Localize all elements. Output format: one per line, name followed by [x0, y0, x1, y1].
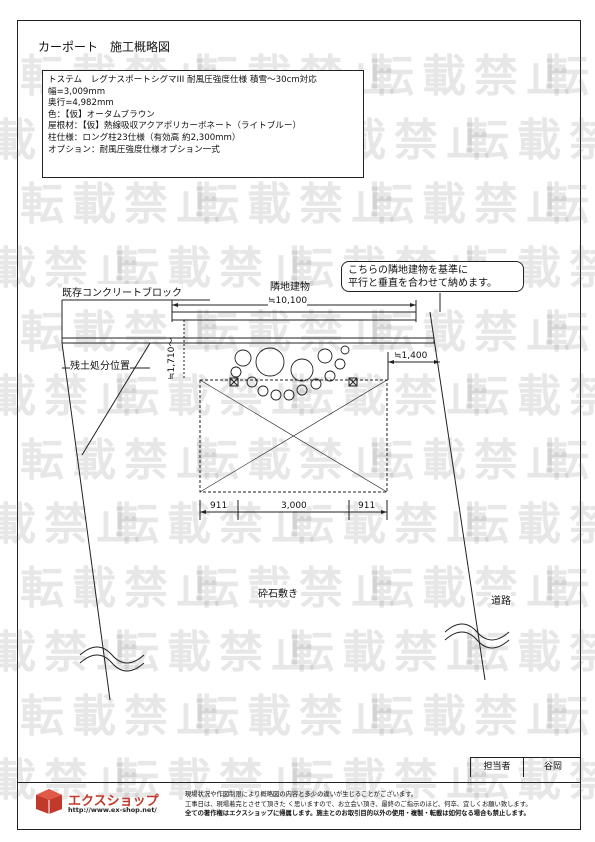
callout-line-2: 平行と垂直を合わせて納めます。 — [348, 278, 497, 289]
person-in-charge-name: 谷岡 — [543, 762, 562, 772]
watermark-text: 転載禁止 — [545, 51, 595, 102]
watermark-text: 転載禁止 — [545, 307, 595, 358]
footer — [17, 782, 581, 830]
exshop-logo-icon — [36, 789, 62, 814]
footer-note-1: 現場状況や作図制限により概略図の内容と多少の違いが生じることがございます。 — [185, 791, 418, 798]
dim-right-offset: ≒1,400 — [394, 351, 428, 361]
watermark-text: 転載禁止 — [0, 499, 148, 550]
watermark-text: 転載禁止 — [545, 691, 595, 742]
watermark-text: 転載禁止 — [290, 499, 498, 550]
spec-line-width: 幅=3,009mm — [48, 86, 106, 97]
watermark-text: 転載禁止 — [370, 179, 578, 230]
post-left — [229, 377, 239, 387]
spec-line-product: トステム レグナスポートシグマIII 耐風圧強度仕様 積雪～30cm対応 — [48, 75, 317, 85]
watermark-text: 転載禁止 — [290, 627, 498, 678]
break-mark-right — [444, 623, 510, 641]
break-mark-left — [79, 646, 145, 664]
brand-name: エクスショップ — [68, 794, 159, 809]
watermark-text: 転載禁止 — [465, 371, 595, 422]
post-right — [348, 377, 358, 387]
watermark-text: 転載禁止 — [465, 115, 595, 166]
person-in-charge-box: 担当者 谷岡 — [470, 757, 581, 777]
spec-box: トステム レグナスポートシグマIII 耐風圧強度仕様 積雪～30cm対応 幅=3… — [42, 70, 364, 178]
footer-note-2: 工事日は、現場着完とさせて頂きた く思いますので、お立会い頂き、最終のご指示のほ… — [185, 800, 532, 808]
watermark-text: 転載禁止 — [545, 563, 595, 614]
carport-footprint — [199, 379, 388, 493]
watermark-text: 転載禁止 — [20, 179, 228, 230]
watermark-text: 転載禁止 — [370, 563, 578, 614]
gravel-label: 砕石敷き — [258, 585, 298, 600]
dim-bottom-left: 911 — [210, 501, 228, 511]
soil-disposal-label: 残土処分位置 — [70, 357, 130, 372]
shrub-cluster — [230, 345, 350, 401]
road-boundary — [429, 311, 486, 681]
watermark-text: 転載禁止 — [290, 371, 498, 422]
brand-url: http://www.ex-shop.net/ — [68, 806, 157, 814]
watermark-text: 転載禁止 — [20, 307, 228, 358]
road-label: 道路 — [491, 592, 511, 607]
dim-left-depth: ≒1,710～ — [167, 337, 177, 380]
existing-block-label: 既存コンクリートブロック — [62, 284, 182, 299]
neighbor-building — [171, 311, 417, 321]
watermark-text: 転載禁止 — [20, 435, 228, 486]
spec-line-option: オプション：耐風圧強度仕様オプション一式 — [48, 144, 220, 155]
watermark-text: 転載禁止 — [465, 499, 595, 550]
soil-disposal-line — [81, 342, 151, 456]
watermark-text: 転載禁止 — [545, 179, 595, 230]
watermark-text: 転載禁止 — [545, 435, 595, 486]
page-title: カーポート 施工概略図 — [38, 40, 171, 54]
watermark-text: 転載禁止 — [195, 435, 403, 486]
watermark-text: 転載禁止 — [0, 371, 148, 422]
watermark-text: 転載禁止 — [370, 691, 578, 742]
watermark-text: 転載禁止 — [195, 691, 403, 742]
spec-line-roof: 屋根材：【仮】熱線吸収アクアポリカーボネート（ライトブルー） — [48, 121, 302, 132]
watermark-text: 転載禁止 — [465, 627, 595, 678]
watermark-text: 転載禁止 — [0, 627, 148, 678]
existing-block-wall — [61, 337, 435, 344]
neighbor-building-label: 隣地建物 — [270, 282, 310, 293]
person-in-charge-label: 担当者 — [471, 758, 524, 777]
dim-bottom-center: 3,000 — [281, 501, 307, 511]
spec-line-pillar: 柱仕様：ロング柱23仕様（有効高 約2,300mm） — [48, 132, 241, 143]
watermark-text: 転載禁止 — [465, 755, 595, 806]
drawing-frame — [17, 20, 581, 830]
watermark-text: 転載禁止 — [370, 307, 578, 358]
dim-bottom-right: 911 — [358, 501, 376, 511]
watermark-text: 転載禁止 — [115, 627, 323, 678]
watermark-text: 転載禁止 — [370, 51, 578, 102]
watermark-text: 転載禁止 — [195, 179, 403, 230]
dim-top-width: ≒10,100 — [268, 296, 308, 306]
spec-line-depth: 奥行=4,982mm — [48, 98, 114, 109]
watermark-text: 転載禁止 — [115, 755, 323, 806]
watermark-text: 転載禁止 — [195, 307, 403, 358]
footer-notes: 現場状況や作図制限により概略図の内容と多少の違いが生じることがございます。 工事… — [185, 790, 532, 819]
callout-line-1: こちらの隣地建物を基準に — [348, 265, 468, 276]
spec-line-color: 色：【仮】オータムブラウン — [48, 109, 155, 120]
watermark-text: 転載禁止 — [20, 691, 228, 742]
footer-note-3: 全ての著作権はエクスショップに帰属します。施主とのお取引目的以外の使用・複製・転… — [185, 810, 530, 817]
watermark-text: 転載禁止 — [370, 435, 578, 486]
watermark-text: 転載禁止 — [290, 755, 498, 806]
left-boundary — [61, 342, 111, 701]
watermark-text: 転載禁止 — [0, 755, 148, 806]
callout-note: こちらの隣地建物を基準に 平行と垂直を合わせて納めます。 — [341, 261, 524, 292]
watermark-text: 転載禁止 — [20, 563, 228, 614]
